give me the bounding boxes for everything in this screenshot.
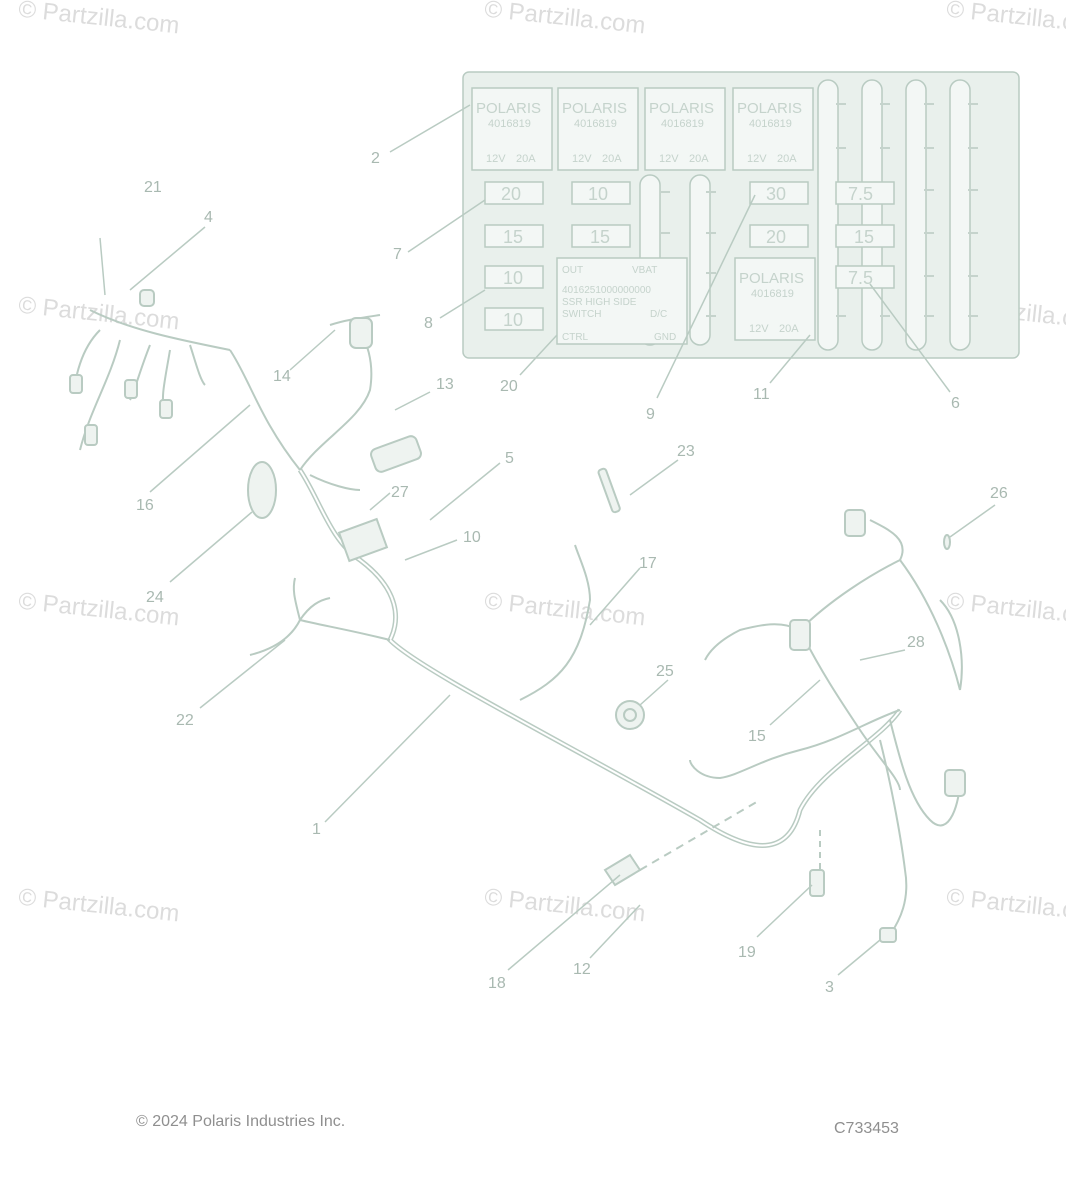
callout-13: 13 xyxy=(436,376,454,393)
fuse-value: 20 xyxy=(766,227,786,247)
fuse-value: 15 xyxy=(503,227,523,247)
fuse xyxy=(484,307,544,331)
callout-24: 24 xyxy=(146,589,164,606)
copyright-footer: © 2024 Polaris Industries Inc. xyxy=(136,1113,346,1130)
callout-4: 4 xyxy=(204,209,213,226)
fuse xyxy=(835,181,895,205)
callout-22: 22 xyxy=(176,712,194,729)
fuse-value: 10 xyxy=(503,268,523,288)
callout-8: 8 xyxy=(424,315,433,332)
fuse-value: 30 xyxy=(766,184,786,204)
relay-part: 4016819 xyxy=(751,288,794,300)
relay-voltage: 12V xyxy=(659,153,679,165)
callout-3: 3 xyxy=(825,979,834,996)
relay-voltage: 12V xyxy=(749,323,769,335)
fuse xyxy=(571,181,631,205)
callout-10: 10 xyxy=(463,529,481,546)
relay xyxy=(471,87,553,171)
callout-15: 15 xyxy=(748,728,766,745)
callout-21: 21 xyxy=(144,179,162,196)
relay-part: 4016819 xyxy=(488,118,531,130)
fuse-value: 10 xyxy=(503,310,523,330)
relay-amperage: 20A xyxy=(602,153,622,165)
ssr-label: SSR HIGH SIDE xyxy=(562,297,637,308)
wiring-harness xyxy=(69,289,966,943)
fuse xyxy=(835,265,895,289)
callout-23: 23 xyxy=(677,443,695,460)
fuse xyxy=(571,224,631,248)
relay xyxy=(644,87,726,171)
callout-17: 17 xyxy=(639,555,657,572)
fuse-value: 7.5 xyxy=(848,184,873,204)
fuse xyxy=(484,224,544,248)
callout-12: 12 xyxy=(573,961,591,978)
relay-voltage: 12V xyxy=(486,153,506,165)
relay-part: 4016819 xyxy=(749,118,792,130)
fuse-box-labels: POLARIS 4016819 12V 20A POLARIS 4016819 … xyxy=(476,100,874,343)
ssr-label: 4016251000000000 xyxy=(562,285,651,296)
fuse xyxy=(835,224,895,248)
relay xyxy=(732,87,814,171)
callouts: 1 2 3 4 5 6 7 8 9 10 11 12 13 14 15 16 1… xyxy=(136,150,1008,996)
relay-part: 4016819 xyxy=(661,118,704,130)
callout-28: 28 xyxy=(907,634,925,651)
fuse-value: 7.5 xyxy=(848,268,873,288)
callout-14: 14 xyxy=(273,368,291,385)
relay-brand: POLARIS xyxy=(649,100,714,117)
callout-20: 20 xyxy=(500,378,518,395)
fuse-value: 15 xyxy=(590,227,610,247)
fuse xyxy=(484,181,544,205)
ssr-label: SWITCH xyxy=(562,309,601,320)
leader-lines xyxy=(99,104,996,976)
relay-voltage: 12V xyxy=(572,153,592,165)
relay xyxy=(734,257,816,341)
fuse-value: 10 xyxy=(588,184,608,204)
callout-16: 16 xyxy=(136,497,154,514)
ssr-label: OUT xyxy=(562,265,583,276)
ssr-module xyxy=(556,257,688,345)
relay-amperage: 20A xyxy=(516,153,536,165)
relay xyxy=(557,87,639,171)
callout-5: 5 xyxy=(505,450,514,467)
fuse-value: 20 xyxy=(501,184,521,204)
relay-voltage: 12V xyxy=(747,153,767,165)
ssr-label: VBAT xyxy=(632,265,657,276)
callout-26: 26 xyxy=(990,485,1008,502)
relay-part: 4016819 xyxy=(574,118,617,130)
callout-18: 18 xyxy=(488,975,506,992)
fuse xyxy=(749,181,809,205)
relay-amperage: 20A xyxy=(779,323,799,335)
ssr-label: GND xyxy=(654,332,676,343)
callout-25: 25 xyxy=(656,663,674,680)
ssr-label: CTRL xyxy=(562,332,589,343)
fuse-value: 15 xyxy=(854,227,874,247)
relay-brand: POLARIS xyxy=(562,100,627,117)
callout-1: 1 xyxy=(312,821,321,838)
callout-7: 7 xyxy=(393,246,402,263)
callout-9: 9 xyxy=(646,406,655,423)
callout-27: 27 xyxy=(391,484,409,501)
callout-6: 6 xyxy=(951,395,960,412)
relay-brand: POLARIS xyxy=(737,100,802,117)
diagram-id: C733453 xyxy=(834,1120,899,1137)
fuse xyxy=(484,265,544,289)
ssr-label: D/C xyxy=(650,309,667,320)
callout-19: 19 xyxy=(738,944,756,961)
relay-amperage: 20A xyxy=(689,153,709,165)
fuse-box xyxy=(462,71,1020,359)
callout-11: 11 xyxy=(753,386,770,403)
callout-2: 2 xyxy=(371,150,380,167)
fuse xyxy=(749,224,809,248)
relay-amperage: 20A xyxy=(777,153,797,165)
relay-brand: POLARIS xyxy=(739,270,804,287)
relay-brand: POLARIS xyxy=(476,100,541,117)
